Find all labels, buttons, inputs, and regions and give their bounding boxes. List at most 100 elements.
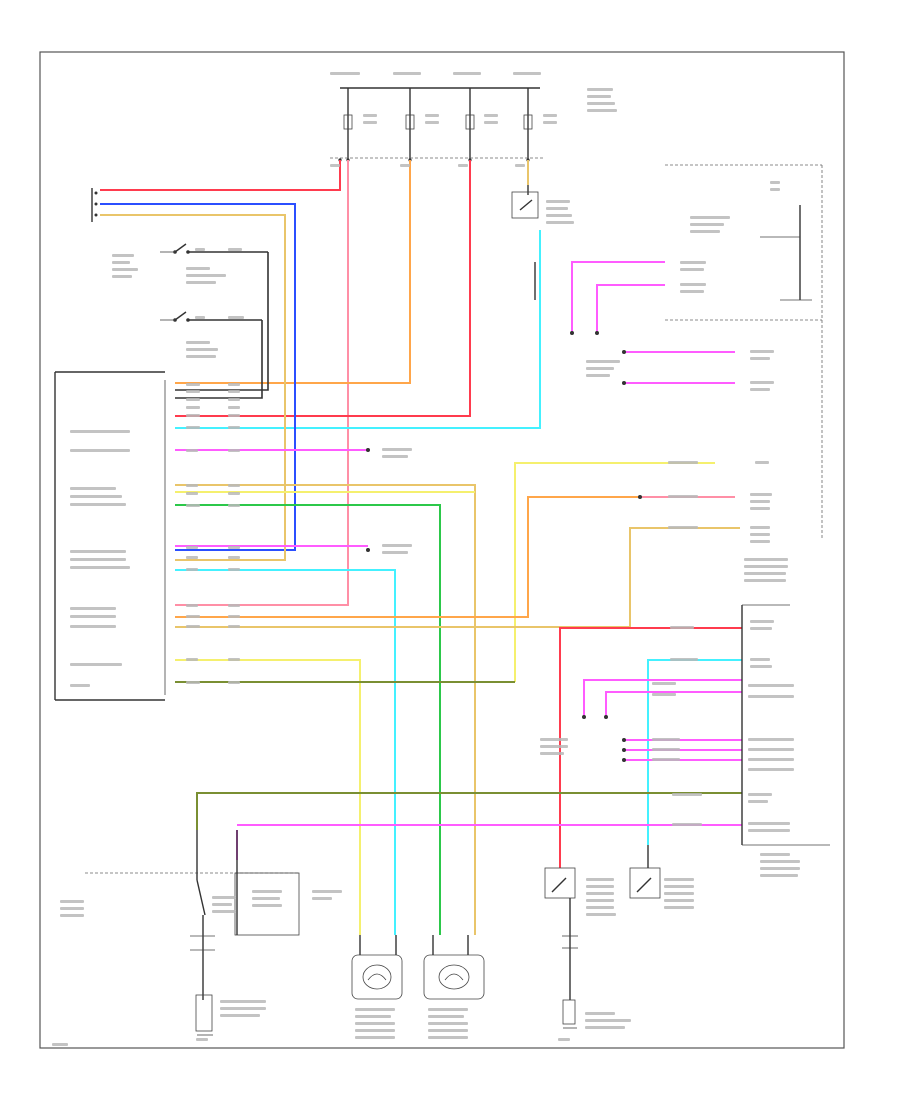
- wire-magenta-11: [571, 261, 665, 333]
- illegible-label-179: [228, 658, 240, 661]
- illegible-label-65: [750, 526, 770, 529]
- illegible-label-138: [670, 658, 698, 661]
- wire-tan-24: [175, 527, 740, 628]
- illegible-label-26: [186, 281, 216, 284]
- illegible-label-147: [186, 390, 200, 393]
- illegible-label-151: [186, 426, 200, 429]
- illegible-label-114: [428, 1022, 468, 1025]
- illegible-label-94: [60, 907, 84, 910]
- illegible-label-3: [513, 72, 541, 75]
- illegible-label-14: [543, 114, 557, 117]
- illegible-label-1: [393, 72, 421, 75]
- illegible-label-158: [186, 449, 198, 452]
- illegible-label-24: [186, 267, 210, 270]
- wire-magenta-12: [596, 284, 665, 333]
- wire-yellow-21: [514, 462, 715, 682]
- illegible-label-11: [425, 121, 439, 124]
- illegible-label-35: [680, 283, 706, 286]
- illegible-label-32: [690, 230, 720, 233]
- illegible-label-170: [186, 568, 198, 571]
- illegible-label-108: [355, 1015, 391, 1018]
- illegible-label-25: [186, 274, 226, 277]
- illegible-label-54: [70, 625, 116, 628]
- illegible-label-20: [112, 254, 134, 257]
- wire-dkgreen-33: [196, 792, 742, 830]
- wire-cyan-19: [175, 569, 396, 935]
- illegible-label-83: [748, 800, 768, 803]
- wire-blue-6: [100, 203, 296, 551]
- wire-black-9: [175, 320, 263, 399]
- wire-cyan-5: [175, 230, 541, 429]
- illegible-label-69: [744, 565, 788, 568]
- illegible-label-45: [70, 449, 130, 452]
- illegible-label-86: [760, 853, 790, 856]
- illegible-label-153: [228, 390, 240, 393]
- illegible-label-28: [186, 348, 218, 351]
- illegible-label-144: [672, 793, 702, 796]
- illegible-label-168: [186, 556, 198, 559]
- illegible-label-92: [540, 752, 564, 755]
- illegible-label-102: [312, 890, 342, 893]
- illegible-label-50: [70, 558, 126, 561]
- illegible-label-113: [428, 1015, 464, 1018]
- wire-tan-7: [100, 214, 286, 561]
- illegible-label-150: [186, 414, 200, 417]
- illegible-label-51: [70, 566, 130, 569]
- illegible-label-110: [355, 1029, 395, 1032]
- illegible-label-46: [70, 487, 116, 490]
- illegible-label-146: [186, 383, 200, 386]
- wire-orange-2: [175, 160, 411, 384]
- illegible-label-164: [186, 504, 200, 507]
- diagram-frame: [39, 51, 845, 1049]
- illegible-label-82: [748, 793, 772, 796]
- illegible-label-48: [70, 503, 126, 506]
- illegible-label-174: [186, 615, 200, 618]
- illegible-label-105: [220, 1007, 266, 1010]
- wire-red-0: [100, 160, 341, 191]
- left-front-wheel-speed-sensor: [351, 935, 403, 1000]
- illegible-label-165: [228, 504, 240, 507]
- illegible-label-44: [70, 430, 130, 433]
- illegible-label-191: [770, 188, 780, 191]
- wire-orange-23: [175, 496, 640, 618]
- illegible-label-16: [546, 200, 570, 203]
- illegible-label-128: [585, 1012, 615, 1015]
- wire-green-18: [175, 504, 441, 935]
- illegible-label-130: [585, 1026, 625, 1029]
- illegible-label-190: [770, 181, 780, 184]
- illegible-label-123: [664, 878, 694, 881]
- illegible-label-43: [750, 388, 770, 391]
- illegible-label-4: [587, 88, 613, 91]
- illegible-label-124: [664, 885, 694, 888]
- illegible-label-84: [748, 822, 790, 825]
- fuse-block: [330, 87, 545, 162]
- illegible-label-171: [228, 568, 240, 571]
- illegible-label-59: [382, 544, 412, 547]
- illegible-label-119: [586, 892, 614, 895]
- illegible-label-29: [186, 355, 216, 358]
- illegible-label-68: [744, 558, 788, 561]
- illegible-label-133: [558, 1038, 570, 1041]
- illegible-label-19: [546, 221, 574, 224]
- illegible-label-30: [690, 216, 730, 219]
- wire-tan-16: [175, 484, 476, 935]
- illegible-label-34: [680, 268, 704, 271]
- illegible-label-61: [755, 461, 769, 464]
- illegible-label-77: [748, 695, 794, 698]
- illegible-label-169: [228, 556, 240, 559]
- illegible-label-137: [670, 626, 694, 629]
- illegible-label-13: [484, 121, 498, 124]
- ground-symbols: [197, 1027, 577, 1036]
- illegible-label-116: [428, 1036, 468, 1039]
- illegible-label-40: [750, 350, 774, 353]
- illegible-label-100: [252, 897, 280, 900]
- illegible-label-27: [186, 341, 210, 344]
- illegible-label-183: [458, 164, 468, 167]
- illegible-label-117: [586, 878, 614, 881]
- illegible-label-187: [228, 248, 242, 251]
- illegible-label-184: [330, 164, 340, 167]
- illegible-label-47: [70, 495, 122, 498]
- illegible-label-125: [664, 892, 694, 895]
- illegible-label-107: [355, 1008, 395, 1011]
- illegible-label-80: [748, 758, 794, 761]
